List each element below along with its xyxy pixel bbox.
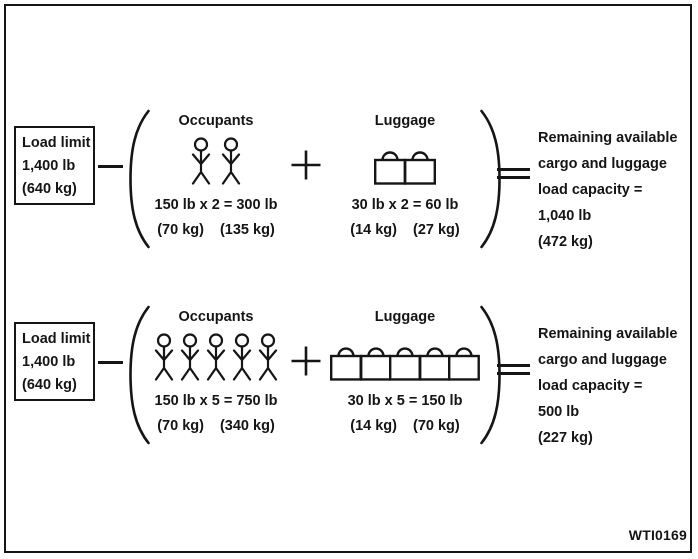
calc-row-2-occupants: Load limit 1,400 lb (640 kg) Occupants 1…: [0, 105, 698, 265]
equals-bar-top: [497, 168, 530, 171]
load-limit-pounds: 1,400 lb: [22, 158, 76, 174]
suitcase-icon: [359, 347, 392, 381]
result-line: cargo and luggage: [538, 352, 667, 368]
load-limit-kilograms: (640 kg): [22, 377, 77, 393]
figure-border: [4, 4, 692, 553]
luggage-kg-line: (14 kg) (27 kg): [330, 222, 480, 238]
plus-operator: [291, 150, 321, 180]
result-text: Remaining available cargo and luggage lo…: [538, 125, 677, 255]
equals-bar-bottom: [497, 176, 530, 179]
occupants-kg-total: (135 kg): [219, 222, 275, 238]
figure-code: WTI0169: [628, 527, 687, 543]
plus-operator: [291, 346, 321, 376]
load-limit-title: Load limit: [22, 331, 91, 347]
person-icon: [258, 333, 278, 381]
equals-operator: [497, 168, 530, 179]
suitcase-icon: [418, 347, 451, 381]
occupants-kg-total: (340 kg): [219, 418, 275, 434]
occupants-kg-each: (70 kg): [157, 222, 204, 238]
suitcase-icon: [448, 347, 480, 381]
minus-operator: [98, 361, 123, 364]
person-icon: [232, 333, 252, 381]
result-line: load capacity =: [538, 378, 643, 394]
occupant-figures: [128, 137, 304, 185]
result-line: (227 kg): [538, 430, 593, 446]
luggage-kg-total: (27 kg): [413, 222, 460, 238]
minus-operator: [98, 165, 123, 168]
equals-bar-bottom: [497, 372, 530, 375]
luggage-kg-each: (14 kg): [350, 222, 397, 238]
person-icon: [221, 137, 241, 185]
person-icon: [191, 137, 211, 185]
luggage-figures: [330, 147, 480, 185]
person-icon: [180, 333, 200, 381]
luggage-label: Luggage: [374, 309, 436, 325]
result-line: 500 lb: [538, 404, 580, 420]
equals-operator: [497, 364, 530, 375]
luggage-kg-line: (14 kg) (70 kg): [330, 418, 480, 434]
occupants-label: Occupants: [178, 113, 254, 129]
close-parenthesis: [480, 305, 501, 445]
suitcase-icon: [389, 347, 421, 381]
occupants-equation: 150 lb x 2 = 300 lb: [154, 197, 278, 213]
luggage-label: Luggage: [374, 113, 436, 129]
load-limit-kilograms: (640 kg): [22, 181, 77, 197]
occupants-group: Occupants 150 lb x 5 = 750 lb (70 kg) (34…: [128, 301, 304, 456]
occupants-kg-line: (70 kg) (135 kg): [128, 222, 304, 238]
result-line: 1,040 lb: [538, 208, 592, 224]
occupants-kg-each: (70 kg): [157, 418, 204, 434]
result-line: (472 kg): [538, 234, 593, 250]
person-icon: [154, 333, 174, 381]
suitcase-icon: [374, 151, 407, 185]
suitcase-icon: [330, 347, 362, 381]
occupant-figures: [128, 333, 304, 381]
result-text: Remaining available cargo and luggage lo…: [538, 321, 677, 451]
load-limit-pounds: 1,400 lb: [22, 354, 76, 370]
load-limit-box: Load limit 1,400 lb (640 kg): [14, 322, 95, 401]
result-line: load capacity =: [538, 182, 643, 198]
occupants-kg-line: (70 kg) (340 kg): [128, 418, 304, 434]
occupants-label: Occupants: [178, 309, 254, 325]
luggage-figures: [330, 343, 480, 381]
luggage-group: Luggage 30 lb x 2 = 60 lb (14 kg) (27 kg): [330, 105, 480, 260]
suitcase-icon: [403, 151, 436, 185]
result-line: cargo and luggage: [538, 156, 667, 172]
luggage-kg-each: (14 kg): [350, 418, 397, 434]
load-limit-box: Load limit 1,400 lb (640 kg): [14, 126, 95, 205]
close-parenthesis: [480, 109, 501, 249]
open-parenthesis: [129, 109, 150, 249]
occupants-equation: 150 lb x 5 = 750 lb: [154, 393, 278, 409]
occupants-group: Occupants 150 lb x 2 = 300 lb (70 kg) (13…: [128, 105, 304, 260]
open-parenthesis: [129, 305, 150, 445]
result-line: Remaining available: [538, 326, 678, 342]
person-icon: [206, 333, 226, 381]
result-line: Remaining available: [538, 130, 678, 146]
load-limit-title: Load limit: [22, 135, 91, 151]
luggage-group: Luggage 30 lb x 5 = 150 lb (14 kg) (70 kg…: [330, 301, 480, 456]
calc-row-5-occupants: Load limit 1,400 lb (640 kg) Occupants 1…: [0, 301, 698, 461]
equals-bar-top: [497, 364, 530, 367]
luggage-kg-total: (70 kg): [413, 418, 460, 434]
luggage-equation: 30 lb x 2 = 60 lb: [351, 197, 459, 213]
luggage-equation: 30 lb x 5 = 150 lb: [347, 393, 463, 409]
